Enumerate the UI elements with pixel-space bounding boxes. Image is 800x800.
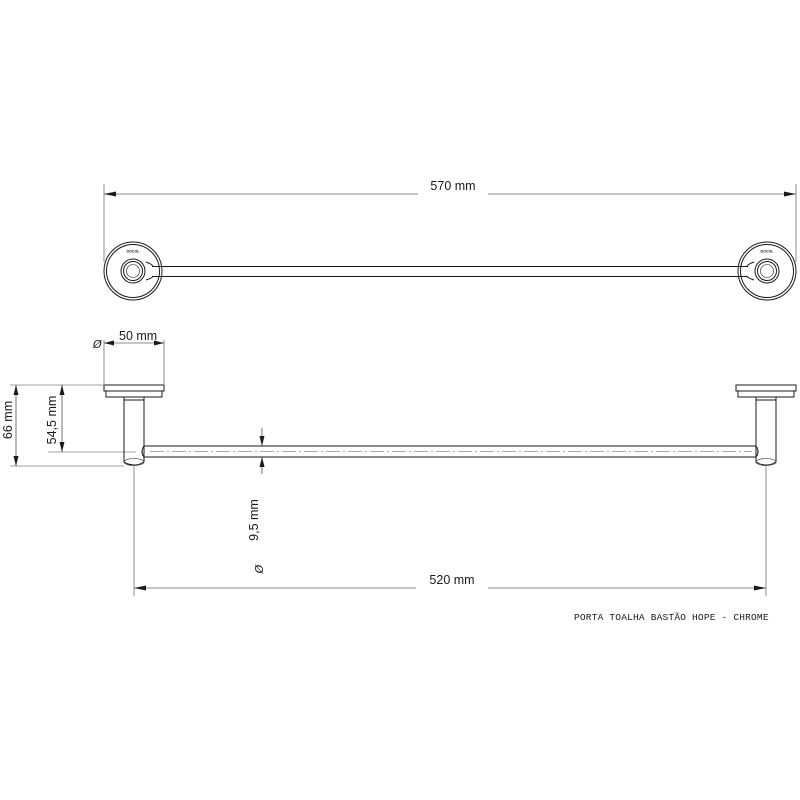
bar-side bbox=[141, 445, 759, 458]
logo-left: DOCOL bbox=[127, 250, 141, 254]
dim-label-570: 570 mm bbox=[430, 179, 475, 193]
dimension-bar-length: 520 mm bbox=[133, 466, 767, 596]
dim-label-9-5: 9,5 mm bbox=[247, 499, 261, 541]
dim-label-50: 50 mm bbox=[119, 329, 157, 343]
dimension-overall-width: 570 mm bbox=[104, 179, 796, 197]
flange-left-side bbox=[103, 384, 165, 466]
dimension-total-depth: 66 mm bbox=[1, 384, 124, 467]
flange-right: DOCOL bbox=[737, 241, 797, 301]
flange-left: DOCOL bbox=[103, 241, 163, 301]
diameter-symbol: Ø bbox=[92, 338, 102, 351]
diameter-symbol-bar: Ø bbox=[253, 564, 266, 574]
dim-label-66: 66 mm bbox=[1, 401, 15, 439]
logo-right: DOCOL bbox=[761, 250, 775, 254]
top-view: 570 mm DOCOL DOCOL bbox=[103, 179, 797, 301]
flange-right-side bbox=[735, 384, 797, 466]
dimension-flange-diameter: Ø 50 mm bbox=[92, 329, 165, 384]
bar-top bbox=[152, 266, 748, 277]
dimension-bar-offset: 54,5 mm bbox=[45, 385, 136, 453]
dim-label-520: 520 mm bbox=[429, 573, 474, 587]
drawing-caption: PORTA TOALHA BASTÃO HOPE - CHROME bbox=[574, 612, 769, 623]
dimension-bar-diameter: 9,5 mm Ø bbox=[247, 428, 266, 574]
side-view: Ø 50 mm 66 mm 54,5 mm bbox=[1, 329, 797, 596]
dim-label-54-5: 54,5 mm bbox=[45, 396, 59, 445]
